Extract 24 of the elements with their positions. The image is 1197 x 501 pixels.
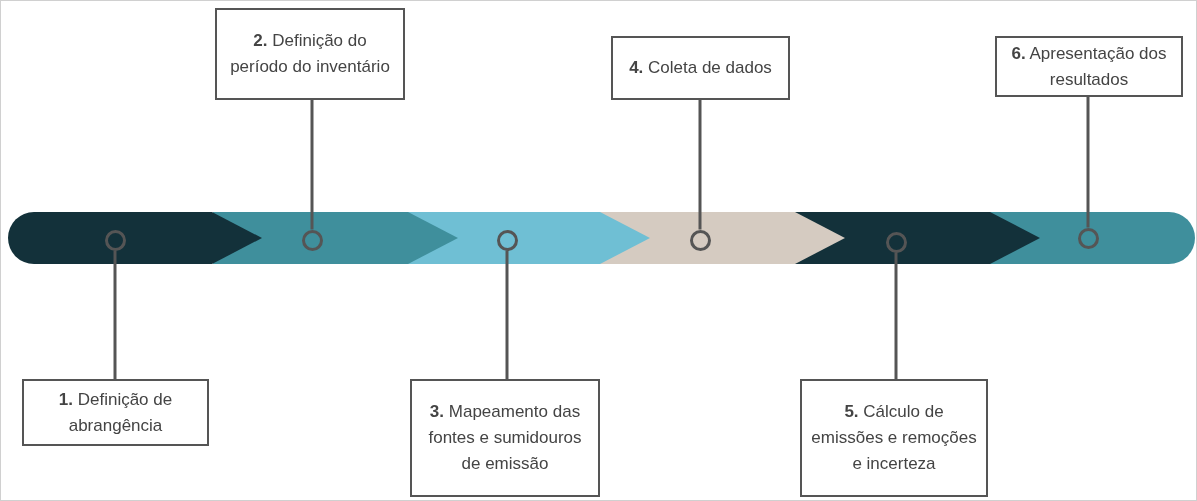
step-box [995, 36, 1183, 97]
milestone-circle [689, 229, 711, 251]
step-label: 5. Cálculo de emissões e remoções e incerteza [810, 401, 978, 475]
leader-line [310, 100, 314, 230]
leader-line [698, 100, 702, 230]
step-box [215, 8, 405, 100]
step-label: 1. Definição de abrangência [57, 388, 174, 437]
milestone-circle [301, 229, 323, 251]
leader-line [894, 252, 898, 379]
leader-line [505, 250, 509, 379]
milestone-circle [1077, 227, 1099, 249]
milestone-circle [885, 231, 907, 253]
step-box [611, 36, 790, 100]
step-label: 2. Definição do período do inventário [229, 30, 391, 78]
milestone-circle [104, 229, 126, 251]
milestone-circle [496, 229, 518, 251]
leader-line [113, 250, 117, 379]
step-label: 3. Mapeamento das fontes e sumidouros de emissão [427, 401, 583, 475]
step-box [410, 379, 600, 497]
step-box [800, 379, 988, 497]
step-label: 4. Coleta de dados [628, 57, 773, 79]
leader-line [1086, 97, 1090, 228]
step-label: 6. Apresentação dos resultados [1010, 42, 1168, 91]
step-box [22, 379, 209, 446]
